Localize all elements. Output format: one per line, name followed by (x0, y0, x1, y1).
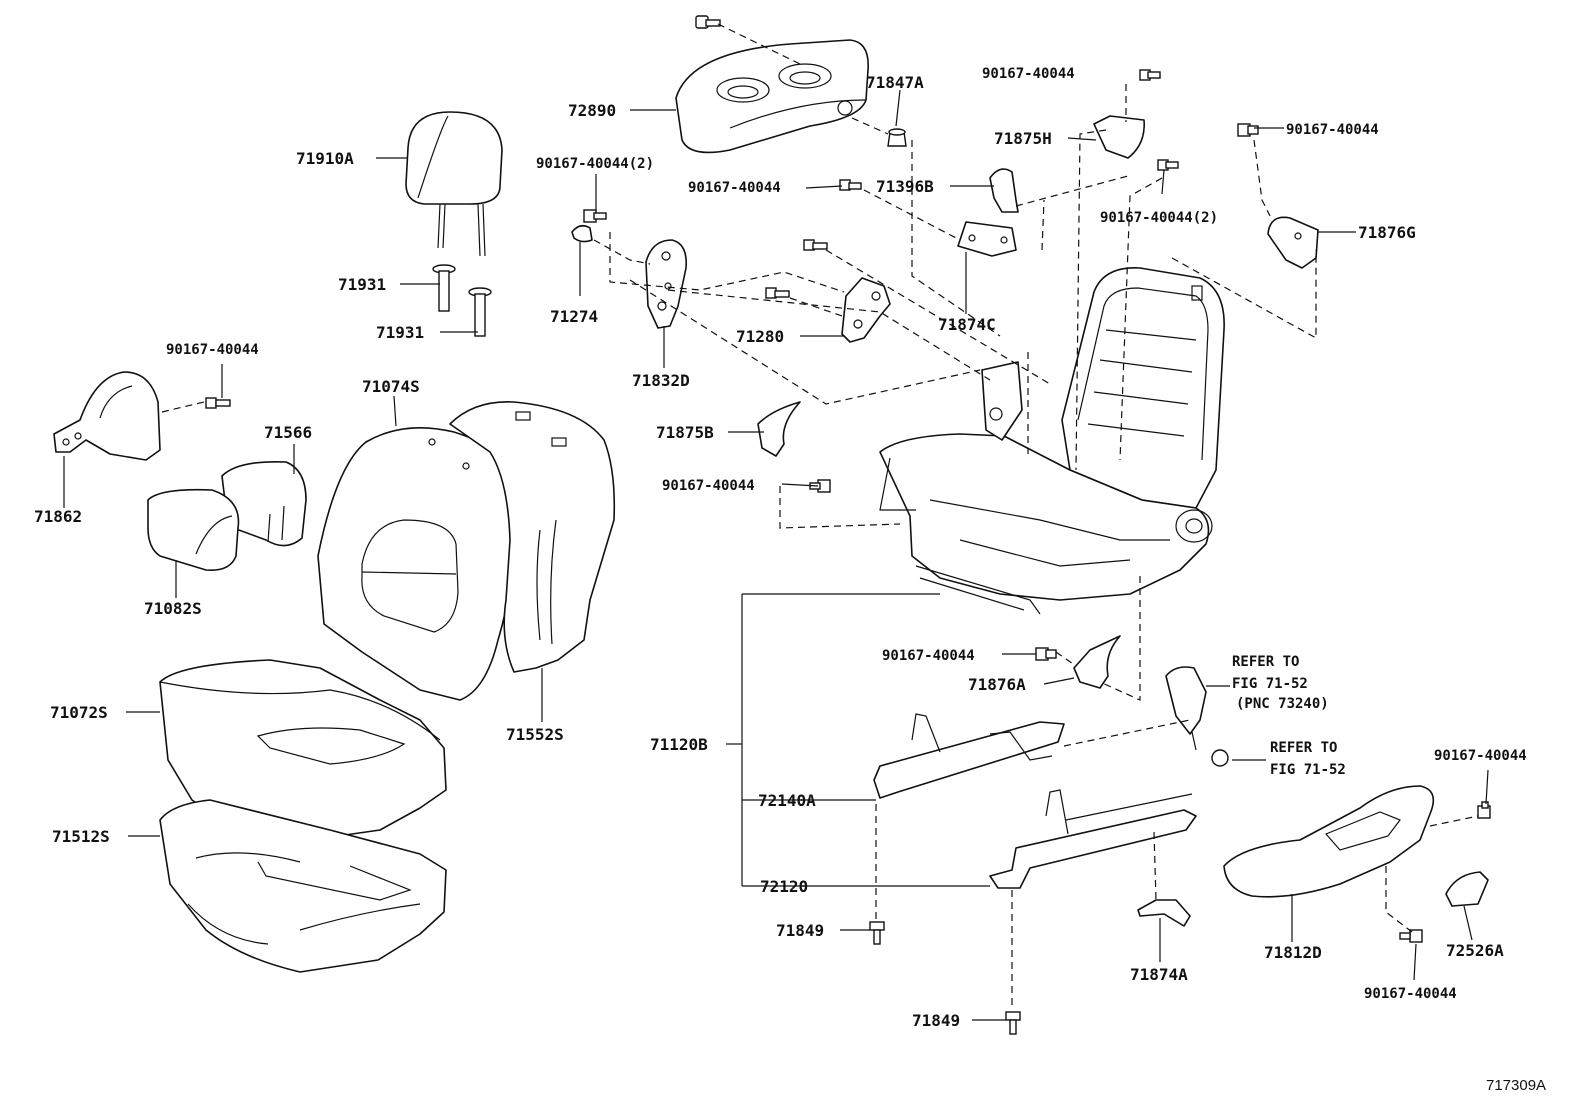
bolt-icon (1477, 801, 1491, 819)
label-90167-b: 90167-40044 (662, 478, 755, 494)
bolt-icon (1157, 159, 1179, 171)
part-labels: 71910A 72890 71847A 90167-40044 71875H 9… (34, 66, 1546, 1094)
label-71082S: 71082S (144, 599, 202, 618)
bolt-icon (205, 397, 231, 409)
label-71396B: 71396B (876, 177, 934, 196)
knob-72526A (1445, 871, 1489, 907)
refer-note-2-line2: FIG 71-52 (1270, 762, 1346, 778)
label-71832D: 71832D (632, 371, 690, 390)
label-71862: 71862 (34, 507, 82, 526)
label-71847A: 71847A (866, 73, 924, 92)
label-71931-a: 71931 (338, 275, 386, 294)
bracket-71875B (757, 401, 801, 457)
label-71849-a: 71849 (776, 921, 824, 940)
label-71280: 71280 (736, 327, 784, 346)
bolt-icon (839, 179, 862, 191)
adjuster-rail-72120 (989, 789, 1197, 889)
label-72120: 72120 (760, 877, 808, 896)
plate-71874C (957, 221, 1017, 257)
bracket-71875H (1093, 115, 1145, 159)
label-72526A: 72526A (1446, 941, 1504, 960)
label-90167-top-right: 90167-40044 (1286, 122, 1379, 138)
bolt-icon (583, 209, 607, 223)
label-71874C: 71874C (938, 315, 996, 334)
hinge-cover-71862 (53, 371, 161, 461)
clip-icon (887, 128, 907, 147)
label-71875B: 71875B (656, 423, 714, 442)
label-71552S: 71552S (506, 725, 564, 744)
refer-note-1-line1: REFER TO (1232, 654, 1299, 670)
label-71931-b: 71931 (376, 323, 424, 342)
console-lid-72890 (675, 39, 869, 154)
label-90167-br: 90167-40044 (1434, 748, 1527, 764)
headrest-guide-71931-b (468, 287, 492, 337)
label-71074S: 71074S (362, 377, 420, 396)
headrest-guide-71931-a (432, 264, 456, 312)
headrest-71910A (405, 111, 503, 257)
label-71072S: 71072S (50, 703, 108, 722)
label-71812D: 71812D (1264, 943, 1322, 962)
bolt-icon (1139, 69, 1161, 81)
label-72890: 72890 (568, 101, 616, 120)
bolt-icon (1399, 929, 1423, 943)
bolt-icon (869, 921, 885, 945)
bolt-icon (765, 287, 790, 299)
hinge-71280 (841, 277, 891, 343)
label-71876G: 71876G (1358, 223, 1416, 242)
label-72140A: 72140A (758, 791, 816, 810)
seat-frame-71120B (879, 267, 1225, 615)
bolt-icon (803, 239, 828, 251)
figure-id: 717309A (1486, 1077, 1546, 1094)
pad-71082S (147, 488, 240, 572)
bracket-71832D (645, 239, 688, 329)
label-90167-c: 90167-40044 (882, 648, 975, 664)
label-71120B: 71120B (650, 735, 708, 754)
label-90167-2-right: 90167-40044(2) (1100, 210, 1218, 226)
label-71274: 71274 (550, 307, 598, 326)
seat-pad-71512S (159, 799, 447, 973)
cap-71274 (571, 224, 593, 243)
adjuster-rail-72140A (873, 713, 1065, 799)
label-90167-2-left: 90167-40044(2) (536, 156, 654, 172)
label-90167-top: 90167-40044 (982, 66, 1075, 82)
label-71874A: 71874A (1130, 965, 1188, 984)
bolt-icon (1211, 749, 1229, 767)
bolt-icon (1237, 123, 1259, 137)
seat-belt-buckle (1165, 666, 1207, 751)
bracket-71876A (1073, 635, 1121, 689)
label-71849-b: 71849 (912, 1011, 960, 1030)
bolt-icon (695, 15, 721, 29)
label-71875H: 71875H (994, 129, 1052, 148)
bolt-icon (1035, 647, 1057, 661)
label-71512S: 71512S (52, 827, 110, 846)
pad-71566 (221, 460, 307, 547)
clip-71396B (989, 168, 1019, 213)
label-90167-bot: 90167-40044 (1364, 986, 1457, 1002)
label-71910A: 71910A (296, 149, 354, 168)
leader-lines (63, 89, 1489, 1021)
back-board-71552S (449, 401, 616, 673)
side-shield-71812D (1223, 785, 1435, 898)
assembly-lines (593, 84, 1479, 1010)
bracket-71874A (1137, 899, 1191, 927)
bracket-71876G (1267, 216, 1319, 269)
seatback-cover-71074S (317, 427, 515, 701)
label-90167-headrest: 90167-40044 (166, 342, 259, 358)
bolt-icon (1005, 1011, 1021, 1035)
label-71876A: 71876A (968, 675, 1026, 694)
label-71566: 71566 (264, 423, 312, 442)
refer-note-1-line3: (PNC 73240) (1236, 696, 1329, 712)
refer-note-1-line2: FIG 71-52 (1232, 676, 1308, 692)
label-90167-mid: 90167-40044 (688, 180, 781, 196)
refer-note-2-line1: REFER TO (1270, 740, 1337, 756)
